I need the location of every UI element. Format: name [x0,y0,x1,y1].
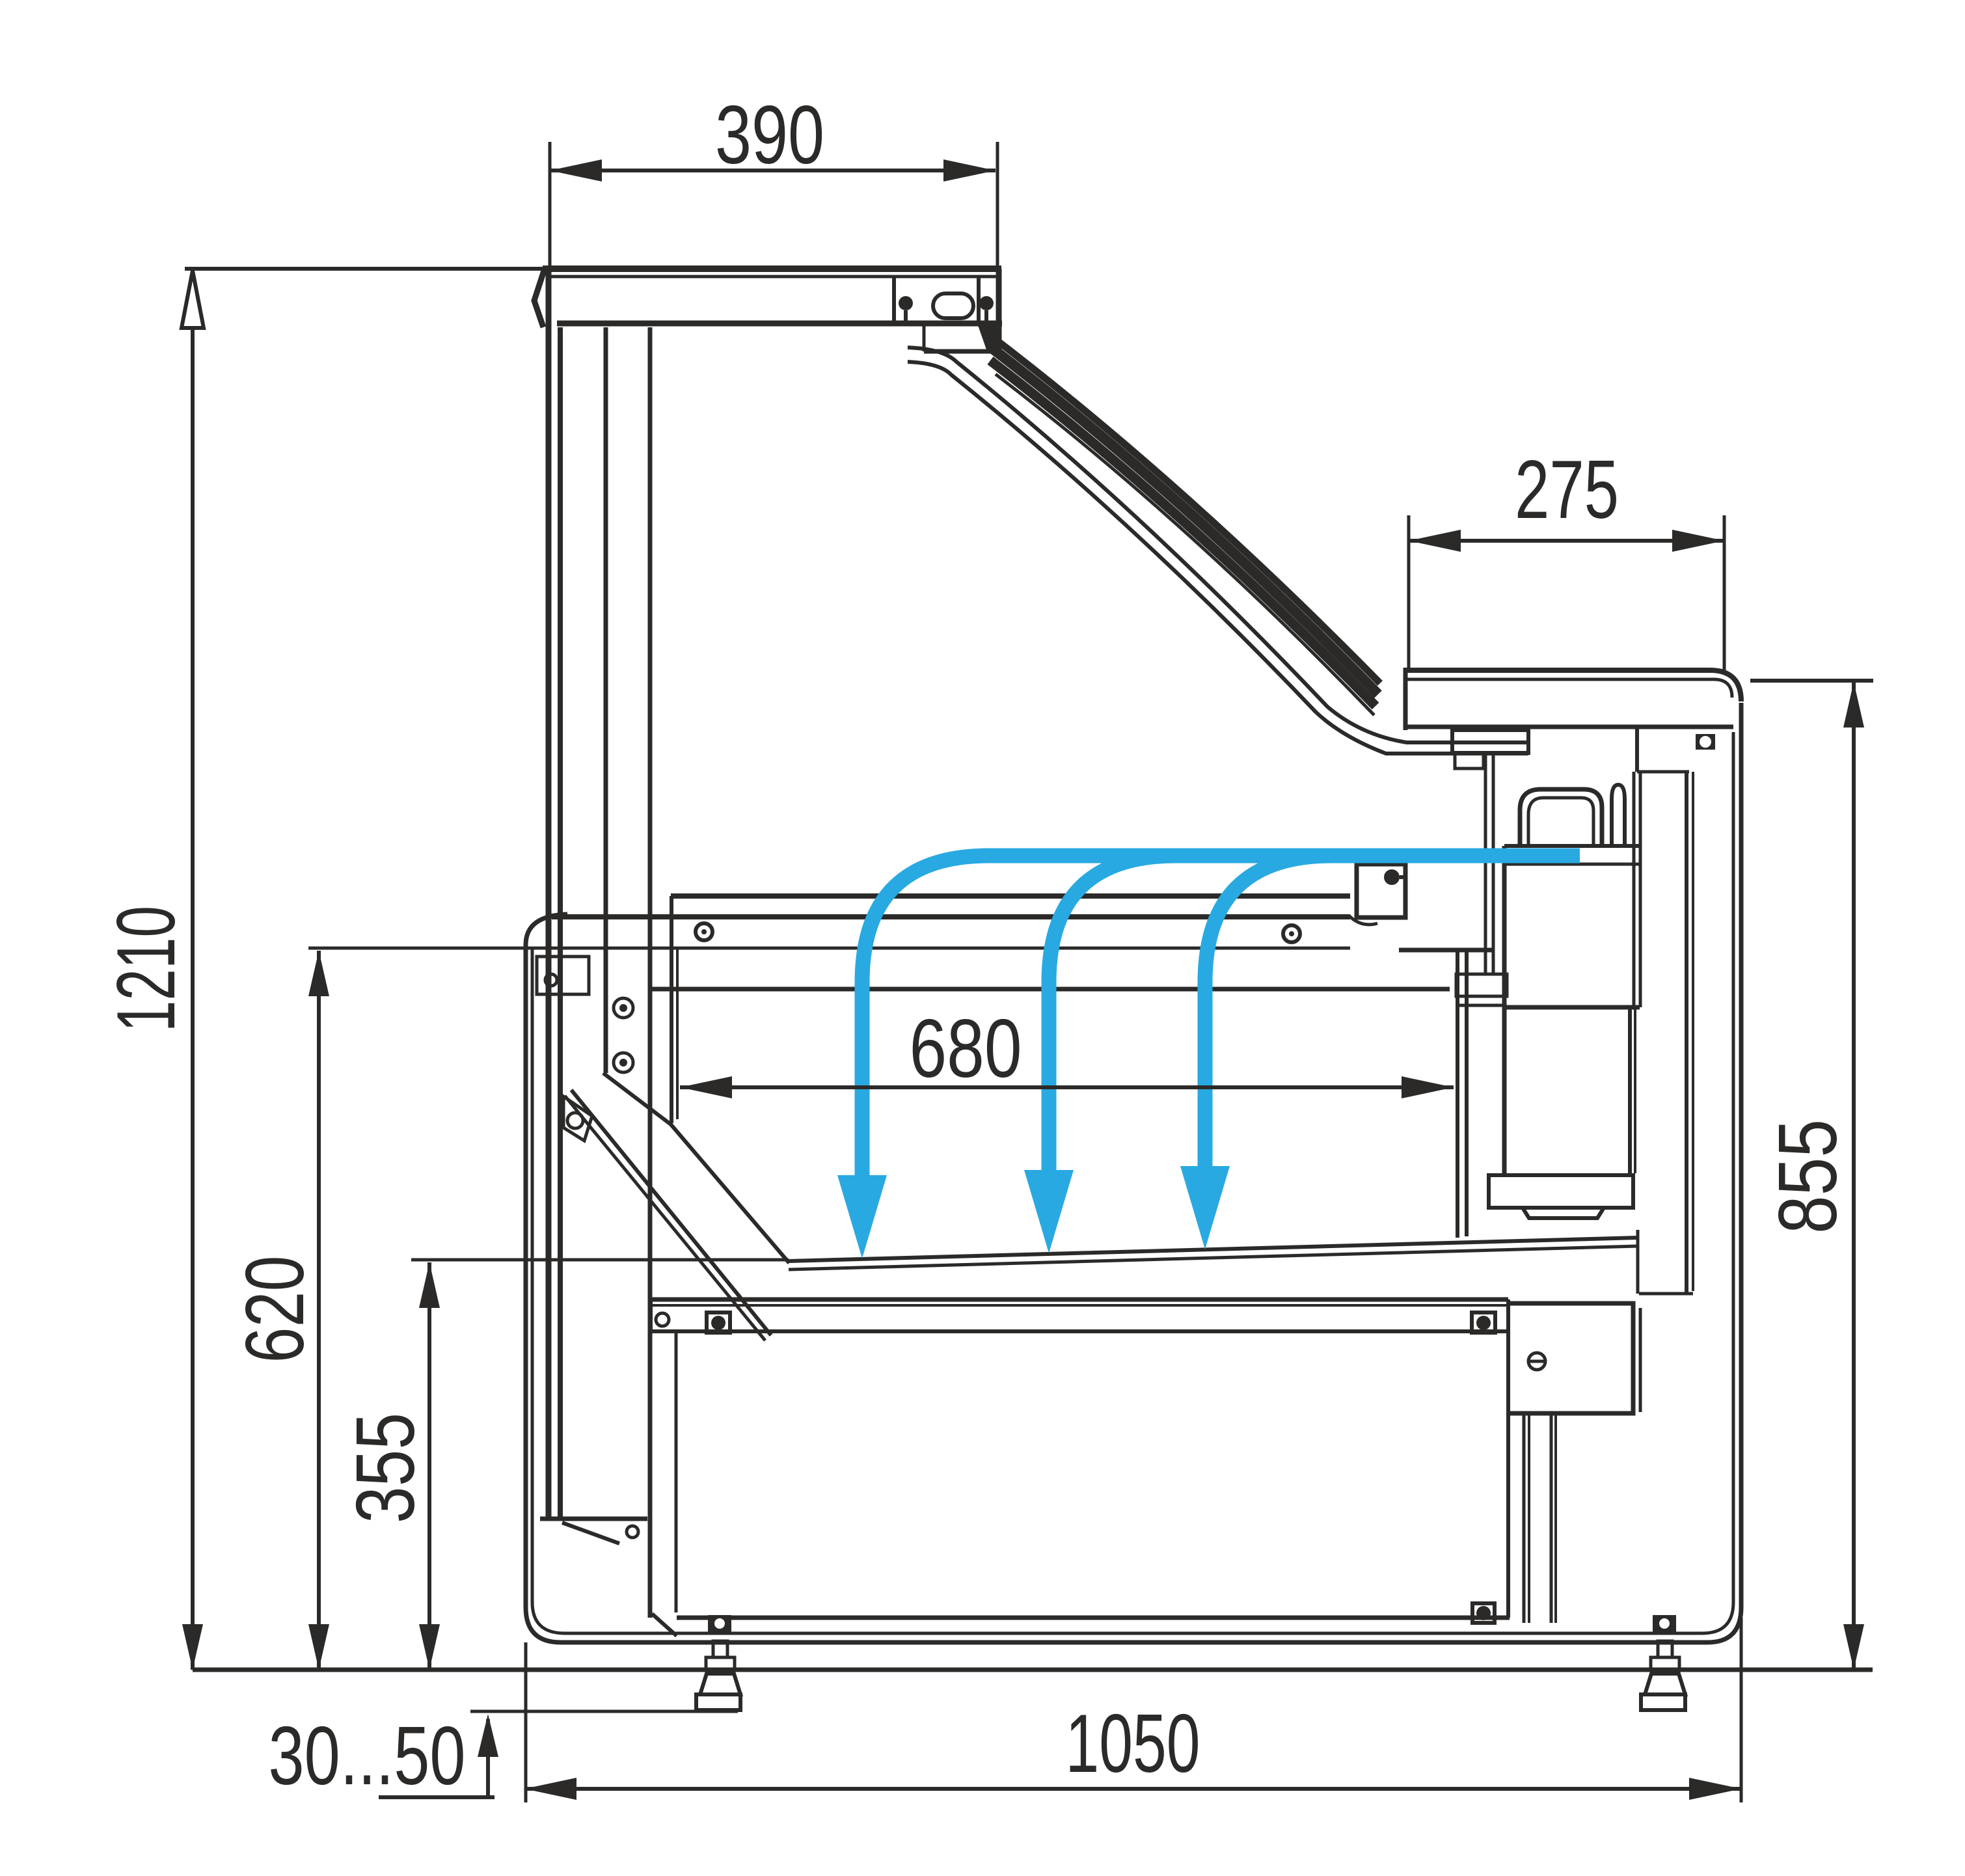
svg-text:275: 275 [1515,443,1619,536]
svg-text:680: 680 [910,1002,1022,1094]
svg-text:855: 855 [1761,1119,1854,1234]
svg-text:390: 390 [715,88,824,181]
svg-text:620: 620 [228,1256,321,1363]
svg-text:355: 355 [339,1413,431,1523]
svg-text:1210: 1210 [100,906,192,1032]
svg-text:1050: 1050 [1066,1697,1200,1789]
svg-text:30...50: 30...50 [269,1709,466,1802]
